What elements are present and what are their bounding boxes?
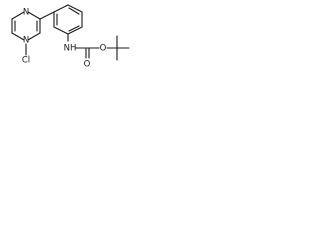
double-bond-line xyxy=(68,25,80,32)
phenyl-ring xyxy=(53,4,83,35)
atom-label-n: N xyxy=(23,36,29,46)
bond xyxy=(11,11,25,20)
atom-label-nh: NH xyxy=(64,44,77,54)
bond xyxy=(53,26,69,35)
bond xyxy=(27,32,41,41)
atom-label-o: O xyxy=(84,60,91,70)
biaryl-bond xyxy=(39,11,55,20)
bond xyxy=(27,11,41,20)
atom-label-o: O xyxy=(100,44,107,54)
pyrimidine-ring xyxy=(11,11,41,41)
structure-diagram: N N Cl NH O O xyxy=(0,0,144,97)
double-bond-line xyxy=(68,7,80,15)
atom-label-n: N xyxy=(23,8,29,18)
bond xyxy=(67,26,83,35)
bond xyxy=(11,32,25,41)
bond xyxy=(67,4,83,13)
bond xyxy=(53,4,69,13)
molecule-drawing: N N Cl NH O O xyxy=(11,4,130,70)
atom-label-cl: Cl xyxy=(22,56,30,66)
